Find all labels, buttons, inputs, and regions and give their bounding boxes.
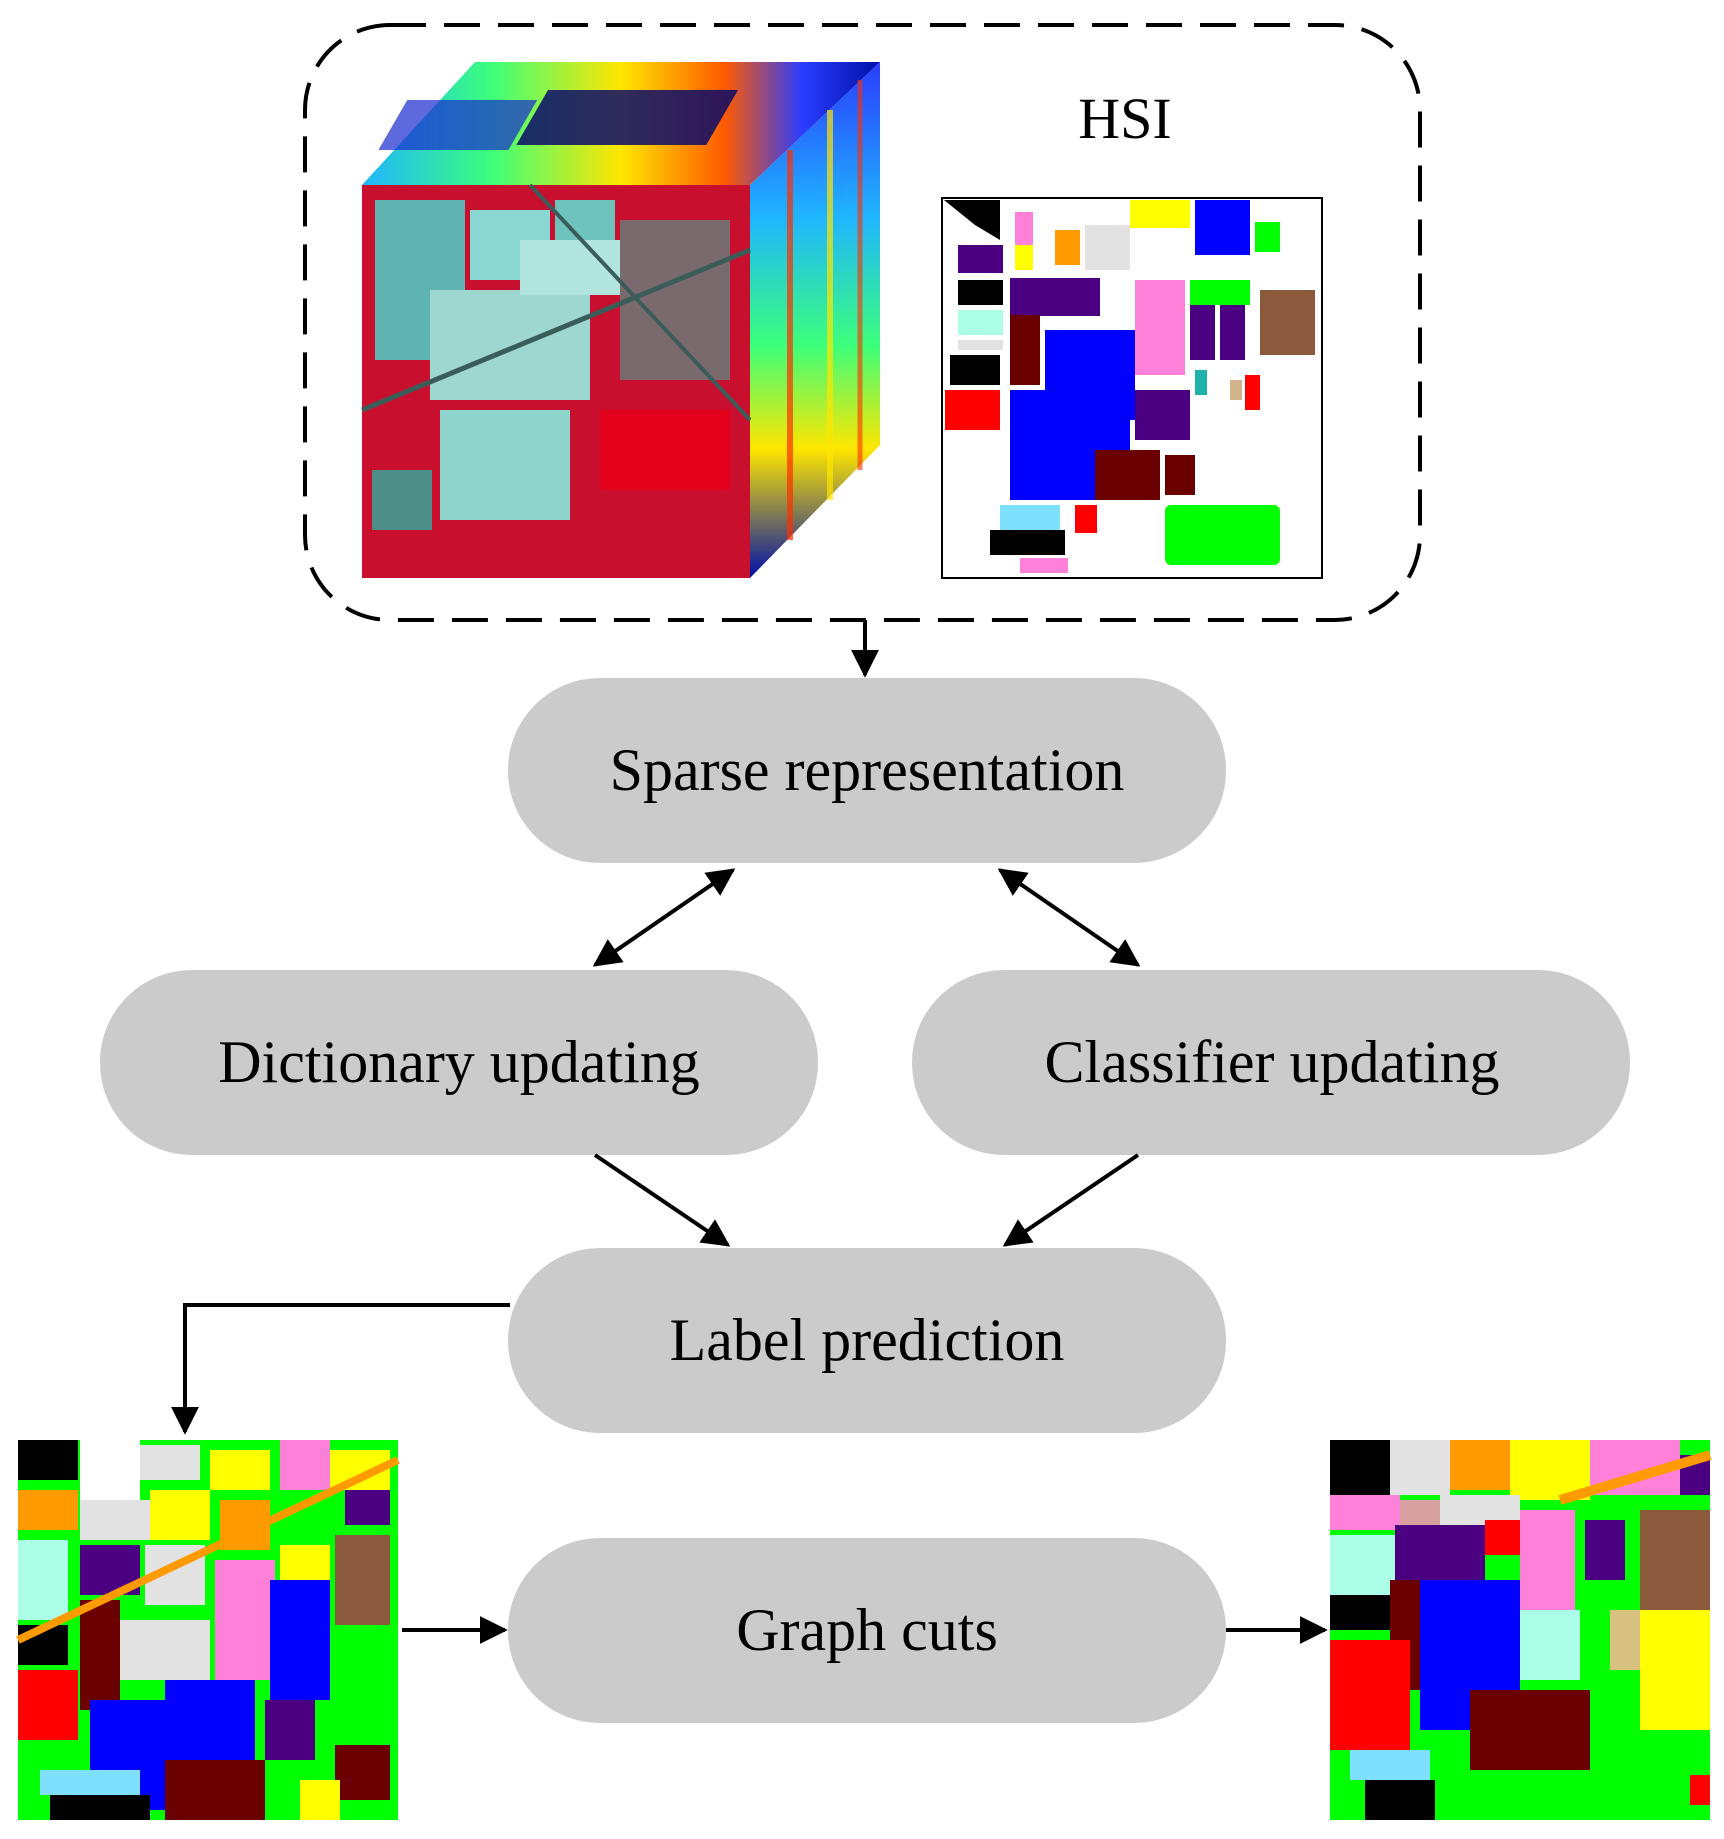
node-graph-cuts: Graph cuts	[508, 1538, 1226, 1723]
node-graph-cuts-label: Graph cuts	[736, 1597, 998, 1663]
arrow-classifier-to-label	[1002, 1153, 1140, 1247]
hsi-group-border	[303, 23, 1422, 622]
hsi-label: HSI	[1078, 86, 1171, 151]
node-sparse-representation-label: Sparse representation	[610, 737, 1125, 803]
arrow-dictionary-to-label	[593, 1153, 731, 1247]
node-dictionary-updating-label: Dictionary updating	[218, 1029, 700, 1095]
hsi-cube-image	[361, 62, 880, 578]
node-classifier-updating-label: Classifier updating	[1045, 1029, 1500, 1095]
node-classifier-updating: Classifier updating	[912, 970, 1630, 1155]
node-dictionary-updating: Dictionary updating	[100, 970, 818, 1155]
node-sparse-representation: Sparse representation	[508, 678, 1226, 863]
node-label-prediction: Label prediction	[508, 1248, 1226, 1433]
arrow-label-to-initial-map	[171, 1303, 510, 1435]
ground-truth-image	[941, 197, 1323, 579]
hsi-input-group: HSI	[303, 23, 1422, 622]
node-label-prediction-label: Label prediction	[670, 1307, 1065, 1373]
initial-classification-image	[16, 1440, 400, 1820]
refined-classification-image	[1330, 1440, 1712, 1820]
arrow-sparse-dictionary	[592, 868, 736, 967]
arrow-sparse-classifier	[997, 868, 1141, 967]
